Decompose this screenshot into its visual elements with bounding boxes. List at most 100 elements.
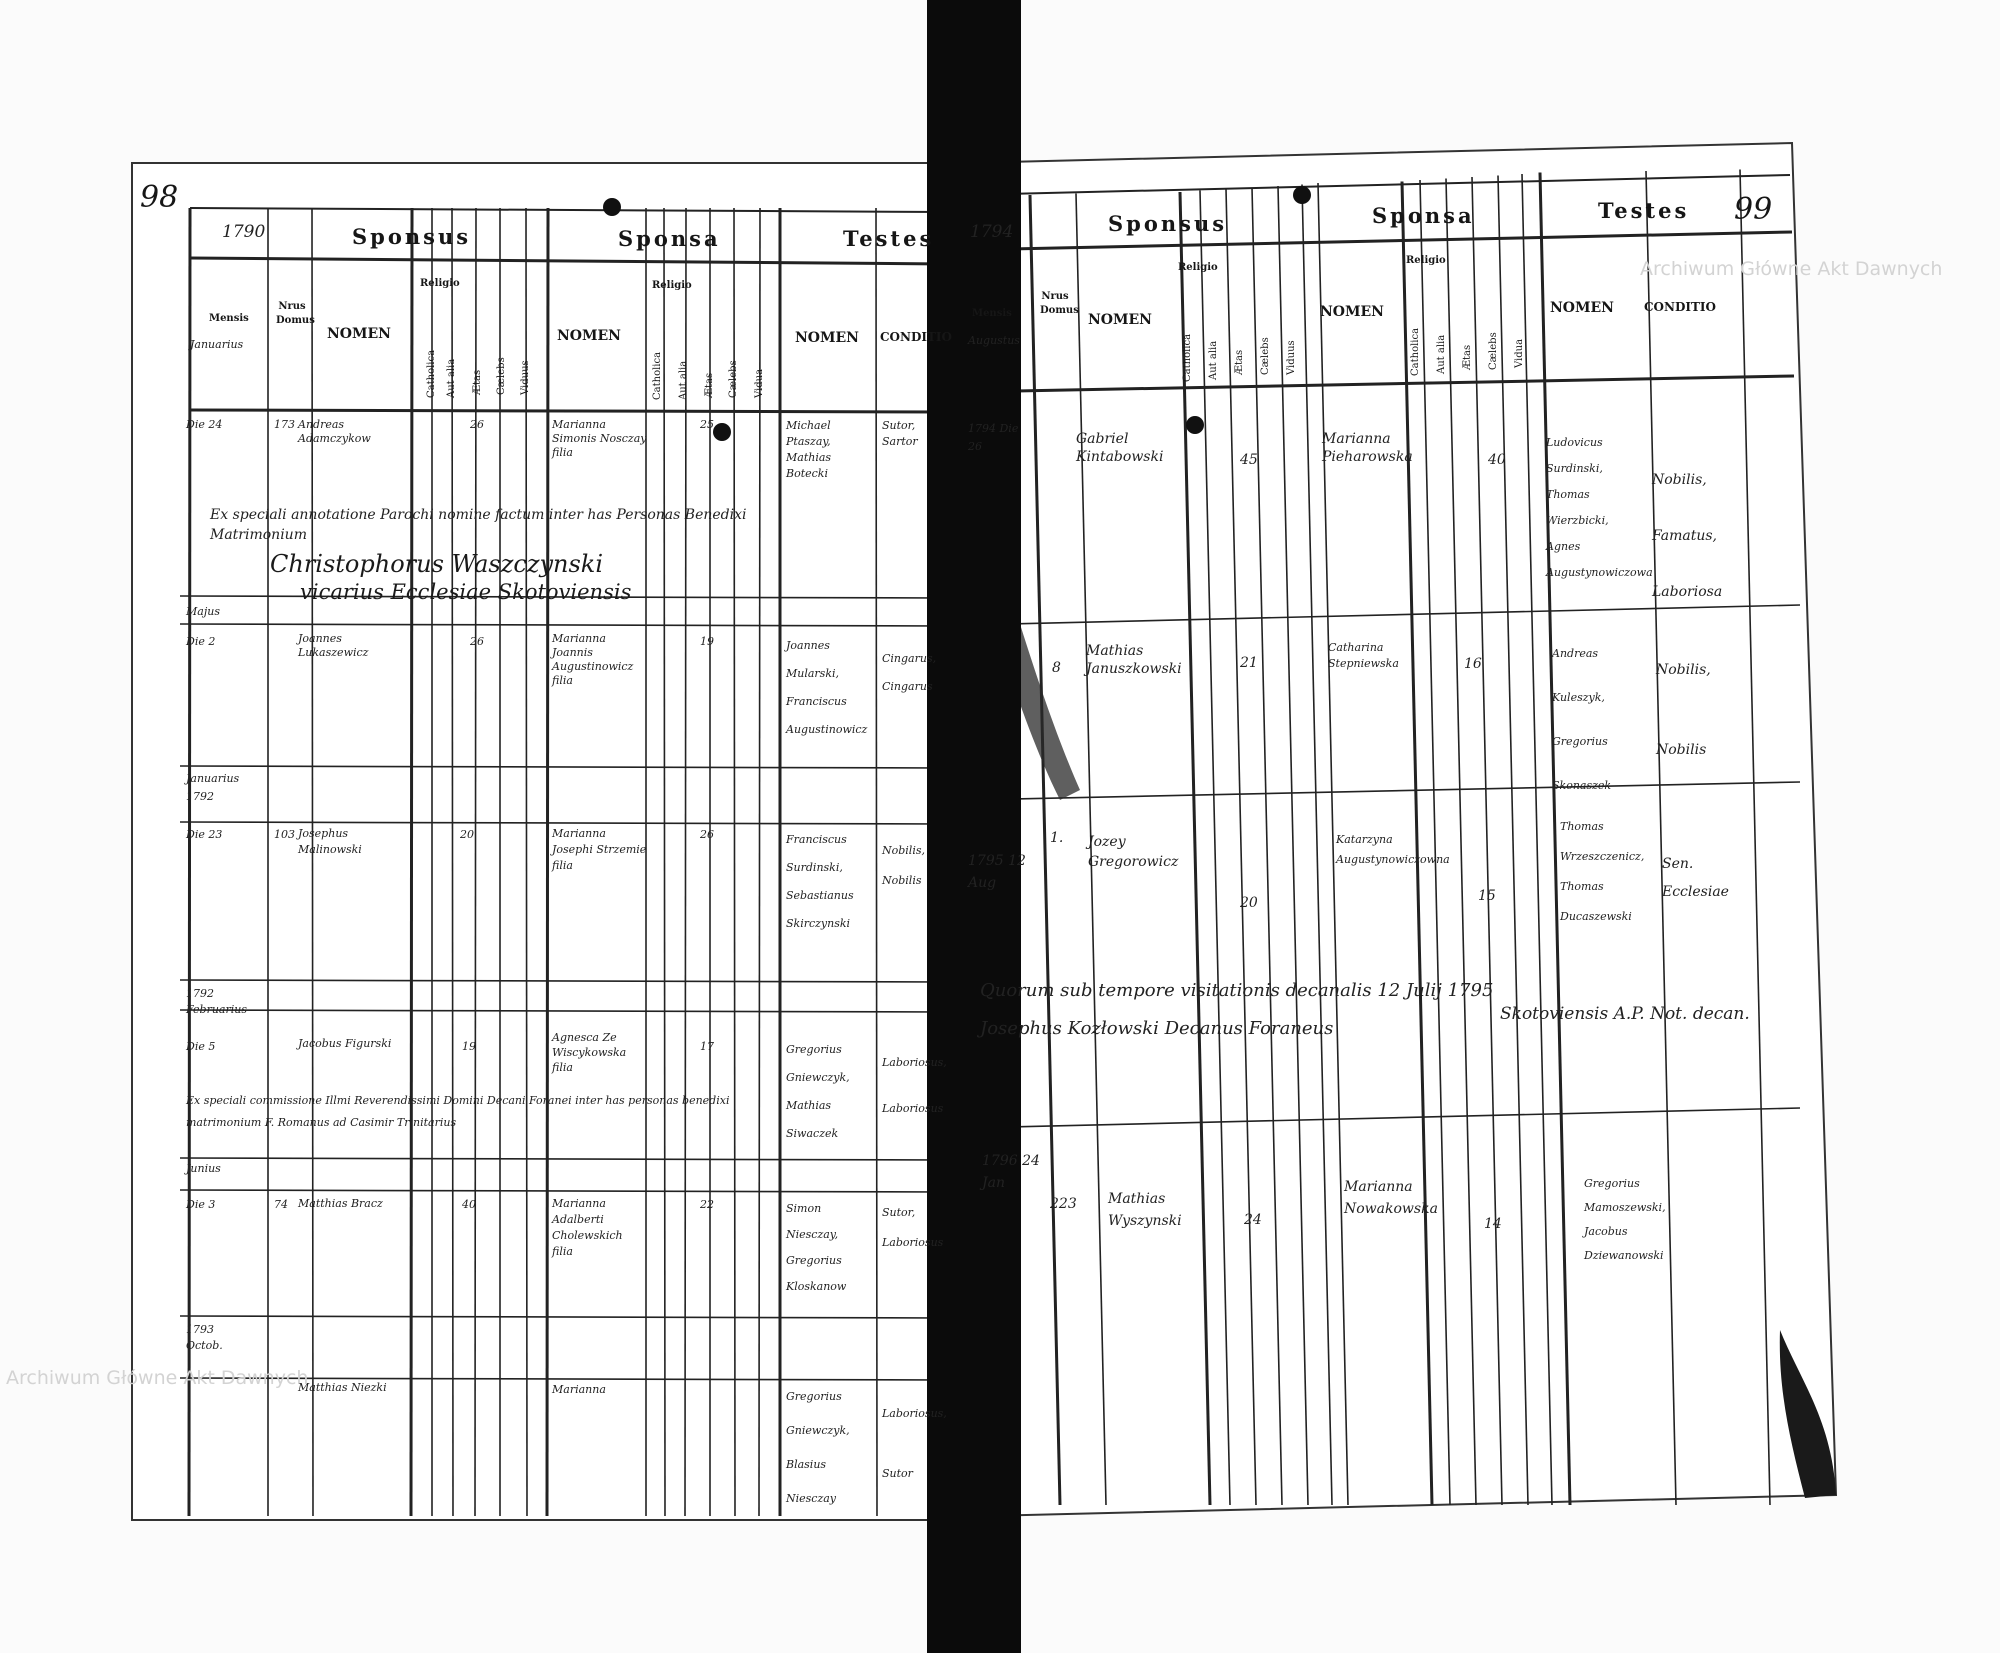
left-entry3-conditio: Nobilis, Nobilis xyxy=(882,844,925,887)
left-sponsa-catholica-label: Catholica xyxy=(652,351,663,400)
left-entry5-conditio: Sutor, Laboriosus xyxy=(882,1206,944,1249)
right-vertical-rule xyxy=(1199,190,1231,1506)
left-entry4-sponsa: Agnesca Ze Wiscykowska filia xyxy=(552,1031,627,1074)
left-entry3-domus: 103 xyxy=(274,828,295,841)
left-entry5-aetas: 40 xyxy=(462,1198,476,1211)
right-vertical-rule xyxy=(1178,191,1212,1506)
right-entry4-aetas-f: 14 xyxy=(1484,1216,1502,1232)
left-entry3-testes: Franciscus Surdinski, Sebastianus Skircz… xyxy=(786,833,854,930)
right-sponsa-vidua-label: Vidua xyxy=(1514,338,1525,368)
left-entry4-conditio: Laboriosus, Laboriosus xyxy=(882,1056,947,1115)
right-year: 1794 xyxy=(970,222,1014,242)
right-sponsus-catholica-label: Catholica xyxy=(1182,333,1193,382)
right-entry2-aetas: 21 xyxy=(1240,655,1258,671)
left-month-majus: Majus xyxy=(186,605,220,618)
left-entry4-aetas-f: 17 xyxy=(700,1040,714,1053)
binding-hole xyxy=(1293,186,1311,204)
left-entry1-date: Die 24 xyxy=(186,418,223,431)
left-entry1-testes: Michael Ptaszay, Mathias Botecki xyxy=(786,419,832,480)
left-month-januarius-1792: Januarius 1792 xyxy=(186,772,240,803)
right-entry1-sponsus: Gabriel Kintabowski xyxy=(1076,431,1164,465)
left-entry6-testes: Gregorius Gniewczyk, Blasius Niesczay xyxy=(786,1390,850,1505)
left-entry1-conditio: Sutor, Sartor xyxy=(882,419,918,448)
right-vertical-rule xyxy=(1277,185,1309,1506)
left-entry4-date: Die 5 xyxy=(186,1040,216,1053)
left-header-rule xyxy=(189,256,947,266)
left-sponsus-caelebs-label: Cælebs xyxy=(496,357,507,395)
right-note1: Quorum sub tempore visitationis decanali… xyxy=(980,980,1494,1001)
left-entry2-testes: Joannes Mularski, Franciscus Augustinowi… xyxy=(786,639,868,736)
left-mensis-label: Mensis xyxy=(209,313,249,324)
left-entry2-sponsa: Marianna Joannis Augustinowicz filia xyxy=(552,632,634,687)
left-year: 1790 xyxy=(222,222,266,242)
right-entry4-domus: 223 xyxy=(1050,1196,1077,1212)
right-entry2-testes: Andreas Kuleszyk, Gregorius Skonaszek xyxy=(1552,647,1612,792)
right-entry1-aetas-f: 40 xyxy=(1488,452,1506,468)
left-sponsus-aut-alia-label: Aut alia xyxy=(446,358,457,398)
right-sponsa-catholica-label: Catholica xyxy=(1410,327,1421,376)
right-entry3-testes: Thomas Wrzeszczenicz, Thomas Ducaszewski xyxy=(1560,820,1645,923)
left-vertical-rule xyxy=(187,207,192,1517)
left-sponsus-religio-label: Religio xyxy=(420,278,460,289)
left-entry2-sponsus: Joannes Lukaszewicz xyxy=(298,632,369,659)
right-row-rule xyxy=(967,604,1801,626)
left-entry5-sponsa: Marianna Adalberti Cholewskich filia xyxy=(552,1197,623,1258)
right-vertical-rule xyxy=(1739,169,1771,1506)
left-row-rule xyxy=(179,1157,947,1161)
right-vertical-rule xyxy=(1645,170,1677,1506)
right-sponsa-caelebs-label: Cælebs xyxy=(1488,332,1499,370)
left-vertical-rule xyxy=(684,207,687,1517)
left-month-octobr-1793: 1793 Octob. xyxy=(186,1323,223,1352)
left-vertical-rule xyxy=(663,207,666,1517)
right-sponsa-aut-alia-label: Aut alia xyxy=(1436,334,1447,374)
right-row-rule xyxy=(967,1107,1801,1129)
right-vertical-rule xyxy=(1317,182,1349,1506)
right-vertical-rule xyxy=(1538,172,1572,1506)
left-entry1-sponsus: Andreas Adamczykow xyxy=(298,418,371,445)
left-sponsa-caelebs-label: Cælebs xyxy=(728,360,739,398)
right-vertical-rule xyxy=(1471,176,1503,1506)
binding-hole xyxy=(713,423,731,441)
right-entry3-aetas: 20 xyxy=(1240,895,1258,911)
right-vertical-rule xyxy=(1225,188,1257,1506)
right-entry1-conditio: Nobilis, Famatus, Laboriosa xyxy=(1652,472,1723,600)
left-entry4-testes: Gregorius Gniewczyk, Mathias Siwaczek xyxy=(786,1043,850,1140)
right-vertical-rule xyxy=(1028,194,1062,1506)
right-entry3-sponsus: Jozey Gregorowicz xyxy=(1088,834,1179,870)
left-entry4-sponsus: Jacobus Figurski xyxy=(298,1037,392,1050)
right-entry3-date: 1795 12 Aug xyxy=(968,853,1026,891)
left-row-rule xyxy=(179,765,947,769)
right-entry3-aetas-f: 15 xyxy=(1478,888,1496,904)
watermark-bottom: Archiwum Główne Akt Dawnych xyxy=(6,1367,309,1389)
left-sponsus-heading: Sponsus xyxy=(352,224,472,249)
left-entry1-aetas-f: 25 xyxy=(700,418,714,431)
right-sponsus-heading: Sponsus xyxy=(1108,211,1228,236)
left-vertical-rule xyxy=(409,207,414,1517)
left-entry6-sponsus: Matthias Niezki xyxy=(298,1381,387,1394)
right-sponsus-viduus-label: Viduus xyxy=(1286,340,1297,375)
left-vertical-rule xyxy=(758,207,761,1517)
right-vertical-rule xyxy=(1400,181,1434,1506)
left-entry5-date: Die 3 xyxy=(186,1198,216,1211)
left-entry5-sponsus: Matthias Bracz xyxy=(298,1197,383,1210)
right-entry1-aetas: 45 xyxy=(1240,452,1258,468)
left-row-rule xyxy=(179,595,947,599)
left-row-rule xyxy=(179,821,947,825)
right-entry2-domus: 8 xyxy=(1052,660,1061,676)
right-vertical-rule xyxy=(1075,193,1107,1506)
right-sponsa-religio-label: Religio xyxy=(1406,255,1446,266)
left-entry1-aetas: 26 xyxy=(470,418,484,431)
left-sponsus-nomen-label: NOMEN xyxy=(327,326,391,342)
left-sponsa-heading: Sponsa xyxy=(618,226,721,251)
right-entry4-testes: Gregorius Mamoszewski, Jacobus Dziewanow… xyxy=(1584,1177,1666,1262)
right-page-number: 99 xyxy=(1734,192,1773,227)
left-testes-nomen-label: NOMEN xyxy=(795,330,859,346)
left-entry2-aetas-f: 19 xyxy=(700,635,714,648)
left-entry3-aetas-f: 26 xyxy=(700,828,714,841)
left-row-rule xyxy=(179,1189,947,1193)
right-entry4-date: 1796 24 Jan xyxy=(982,1153,1040,1191)
left-entry2-date: Die 2 xyxy=(186,635,216,648)
right-header-bottom-rule xyxy=(965,374,1795,394)
binding-hole xyxy=(603,198,621,216)
left-sponsa-religio-label: Religio xyxy=(652,280,692,291)
